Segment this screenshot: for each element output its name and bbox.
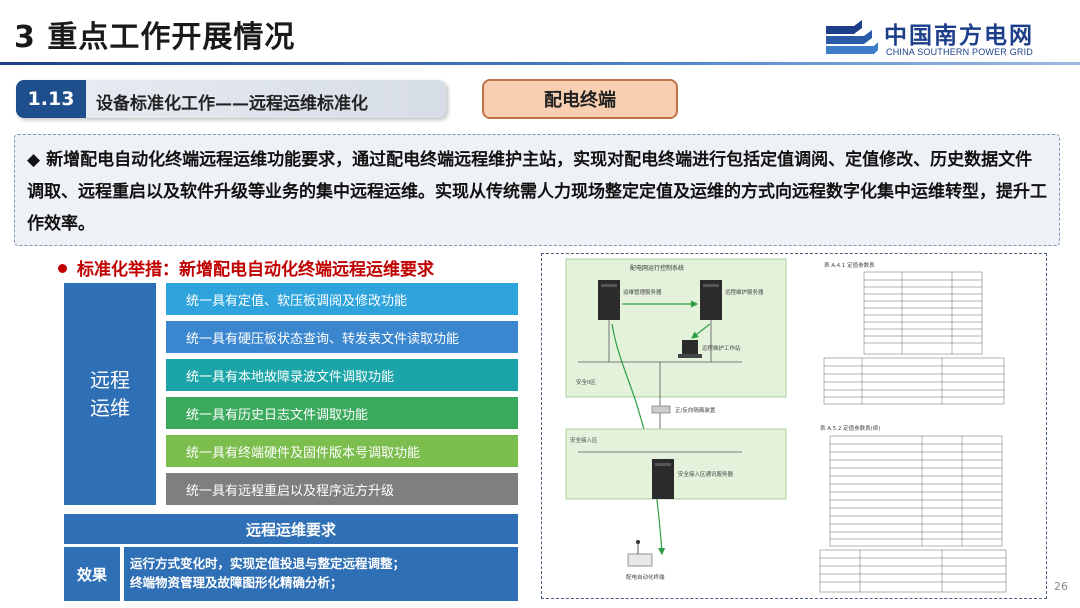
effect-row: 效果 运行方式变化时，实现定值投退与整定远程调整； 终端物资管理及故障图形化精确… [64,547,518,601]
remote-ops-label: 远程运维 [90,368,130,420]
server-left-icon [598,280,620,320]
remote-ops-label-block: 远程运维 [64,283,156,505]
category-tag: 配电终端 [482,79,678,119]
feature-list: 统一具有定值、软压板调阅及修改功能 统一具有硬压板状态查询、转发表文件读取功能 … [166,283,518,511]
control-zone-box [565,258,787,398]
feature-item-4: 统一具有历史日志文件调取功能 [166,397,518,429]
description-box: ◆新增配电自动化终端远程运维功能要求，通过配电终端远程维护主站，实现对配电终端进… [14,134,1060,246]
control-zone-label: 配电网运行控制系统 [630,264,684,272]
server-right-label: 远程维护服务器 [725,288,764,296]
architecture-diagram: 配电网运行控制系统 运维管理服务器 远程维护服务器 远程维护工作站 安全II区 … [565,258,1007,593]
parameter-table-2 [823,357,1005,405]
company-logo: 中国南方电网 CHINA SOUTHERN POWER GRID [824,14,1064,62]
requirement-title: 远程运维要求 [64,514,518,544]
safe-zone-label: 安全II区 [576,378,596,386]
section-bar: 1.13 设备标准化工作——远程运维标准化 [16,80,446,118]
server-right-icon [700,280,722,320]
section-number: 1.13 [16,80,86,118]
effect-line-2: 终端物资管理及故障图形化精确分析； [130,575,343,590]
description-text: ◆新增配电自动化终端远程运维功能要求，通过配电终端远程维护主站，实现对配电终端进… [27,144,1047,240]
access-server-label: 安全接入区通讯服务器 [678,470,734,478]
server-left-label: 运维管理服务器 [623,288,662,296]
workstation-icon [682,340,698,354]
logo-chinese-text: 中国南方电网 [884,23,1034,49]
section-title: 设备标准化工作——远程运维标准化 [96,94,368,114]
feature-item-1: 统一具有定值、软压板调阅及修改功能 [166,283,518,315]
architecture-diagram-panel: 配电网运行控制系统 运维管理服务器 远程维护服务器 远程维护工作站 安全II区 … [541,253,1047,599]
access-server-icon [652,459,674,499]
feature-item-6: 统一具有远程重启以及程序远方升级 [166,473,518,505]
isolation-device-icon [651,405,671,414]
diamond-bullet-icon: ◆ [27,150,41,170]
measures-heading: 标准化举措：新增配电自动化终端远程运维要求 [58,255,434,280]
parameter-table-3 [829,435,1003,547]
header-divider [0,62,1080,65]
table-title-1: 表 A.4.1 定值参数表 [824,261,875,269]
access-zone-label: 安全接入区 [570,436,598,444]
description-body: 新增配电自动化终端远程运维功能要求，通过配电终端远程维护主站，实现对配电终端进行… [27,150,1047,234]
access-zone-box [565,428,787,500]
isolation-label: 正/反向隔离装置 [675,406,716,414]
red-dot-icon [58,263,67,273]
feature-item-5: 统一具有终端硬件及固件版本号调取功能 [166,435,518,467]
workstation-label: 远程维护工作站 [702,344,741,352]
logo-english-text: CHINA SOUTHERN POWER GRID [886,47,1034,57]
terminal-label: 配电自动化终端 [626,573,665,581]
parameter-table-1 [863,271,983,355]
effect-label: 效果 [64,547,120,601]
table-title-2: 表 A.5.2 定值参数表(续) [820,424,880,432]
feature-item-2: 统一具有硬压板状态查询、转发表文件读取功能 [166,321,518,353]
page-title: 3 重点工作开展情况 [14,20,296,55]
parameter-table-4 [819,549,1007,593]
power-grid-logo-icon [826,20,878,54]
feature-item-3: 统一具有本地故障录波文件调取功能 [166,359,518,391]
measures-heading-text: 标准化举措：新增配电自动化终端远程运维要求 [77,260,434,280]
terminal-icon [627,553,653,567]
effect-line-1: 运行方式变化时，实现定值投退与整定远程调整； [130,556,406,571]
page-number: 26 [1054,580,1068,593]
effect-text: 运行方式变化时，实现定值投退与整定远程调整； 终端物资管理及故障图形化精确分析； [124,547,518,601]
